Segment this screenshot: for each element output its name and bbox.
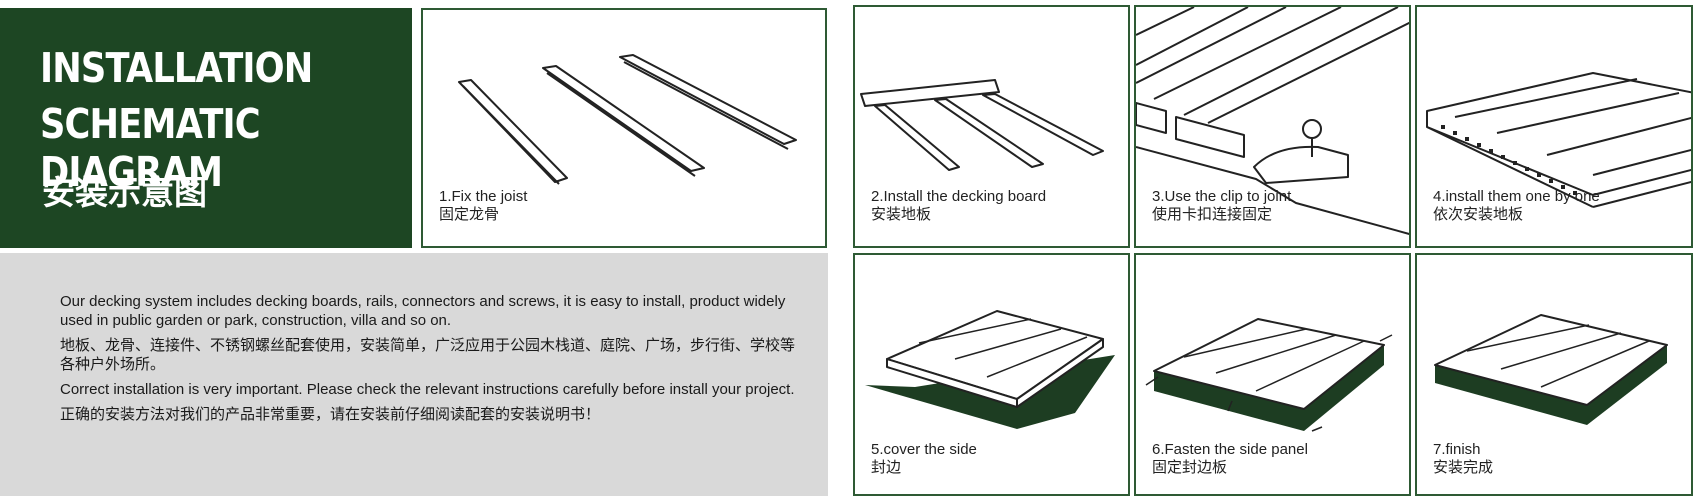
step-3-label-en: 3.Use the clip to joint <box>1152 188 1292 205</box>
decking-board-illustration <box>860 79 1104 171</box>
joist-illustration <box>458 54 797 185</box>
step-1-label-en: 1.Fix the joist <box>439 188 528 205</box>
step-2-label-cn: 安装地板 <box>871 206 932 223</box>
step-3-label-cn: 使用卡扣连接固定 <box>1152 206 1273 223</box>
title-panel: INSTALLATION SCHEMATIC DIAGRAM 安装示意图 <box>0 8 412 248</box>
step-4-caption: 4.install them one by one 依次安装地板 <box>1433 188 1600 224</box>
step-3-caption: 3.Use the clip to joint 使用卡扣连接固定 <box>1152 188 1291 224</box>
description-en-2: Correct installation is very important. … <box>60 381 795 398</box>
description-cn-1: 地板、龙骨、连接件、不锈钢螺丝配套使用，安装简单，广泛应用于公园木栈道、庭院、广… <box>60 337 796 373</box>
step-6-label-cn: 固定封边板 <box>1152 459 1228 476</box>
cover-side-illustration <box>865 310 1115 429</box>
step-1-caption: 1.Fix the joist 固定龙骨 <box>439 188 527 224</box>
title-line-1: INSTALLATION <box>40 44 313 92</box>
step-1-label-cn: 固定龙骨 <box>439 206 500 223</box>
install-one-by-one-illustration <box>1426 72 1691 208</box>
fasten-side-panel-illustration <box>1145 318 1393 432</box>
title-line-2: SCHEMATIC DIAGRAM <box>40 100 261 196</box>
step-4-label-cn: 依次安装地板 <box>1433 206 1524 223</box>
step-5-panel: 5.cover the side 封边 <box>853 253 1130 496</box>
description-panel <box>0 253 828 496</box>
clip-joint-illustration <box>1136 7 1409 235</box>
step-5-label-en: 5.cover the side <box>871 441 977 458</box>
step-6-label-en: 6.Fasten the side panel <box>1152 441 1308 458</box>
step-4-panel: 4.install them one by one 依次安装地板 <box>1415 5 1693 248</box>
step-6-panel: 6.Fasten the side panel 固定封边板 <box>1134 253 1411 496</box>
title-chinese: 安装示意图 <box>42 173 207 212</box>
step-7-label-en: 7.finish <box>1433 441 1481 458</box>
step-4-label-en: 4.install them one by one <box>1433 188 1600 205</box>
step-7-caption: 7.finish 安装完成 <box>1433 441 1493 477</box>
step-3-panel: 3.Use the clip to joint 使用卡扣连接固定 <box>1134 5 1411 248</box>
step-5-caption: 5.cover the side 封边 <box>871 441 977 477</box>
step-2-label-en: 2.Install the decking board <box>871 188 1047 205</box>
description-text: Our decking system includes decking boar… <box>60 292 800 430</box>
step-7-label-cn: 安装完成 <box>1433 459 1494 476</box>
step-1-panel: 1.Fix the joist 固定龙骨 <box>421 8 827 248</box>
step-2-caption: 2.Install the decking board 安装地板 <box>871 188 1046 224</box>
description-cn-2: 正确的安装方法对我们的产品非常重要，请在安装前仔细阅读配套的安装说明书！ <box>60 406 601 423</box>
step-5-label-cn: 封边 <box>871 459 902 476</box>
finish-illustration <box>1434 314 1668 425</box>
step-6-caption: 6.Fasten the side panel 固定封边板 <box>1152 441 1308 477</box>
description-en-1: Our decking system includes decking boar… <box>60 293 786 329</box>
step-2-panel: 2.Install the decking board 安装地板 <box>853 5 1130 248</box>
step-7-panel: 7.finish 安装完成 <box>1415 253 1693 496</box>
